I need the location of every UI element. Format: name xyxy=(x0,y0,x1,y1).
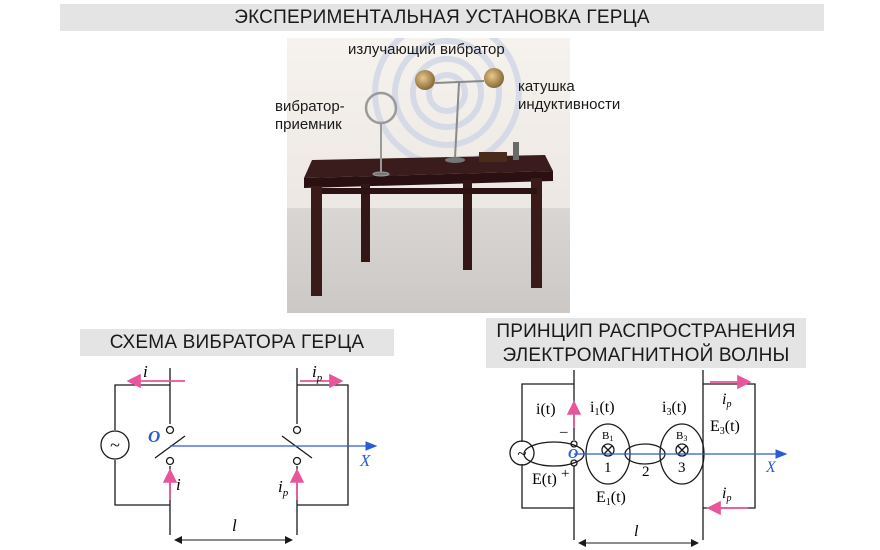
ip-bottom-main: i xyxy=(722,485,726,502)
label-emitting-vibrator: излучающий вибратор xyxy=(348,41,505,58)
label-e3-t: E3(t) xyxy=(710,418,740,437)
ip-bottom-sub: p xyxy=(725,493,731,504)
label-x-axis: X xyxy=(359,451,371,470)
ip-top-main: i xyxy=(312,362,317,381)
label-i-top: i xyxy=(143,362,148,381)
label-plus: + xyxy=(561,466,569,482)
label-coil-line2: индуктивности xyxy=(518,96,621,113)
i1-sub: 1 xyxy=(594,407,599,418)
b1-sub: 1 xyxy=(609,434,613,443)
ac-source-icon: ~ xyxy=(110,435,120,455)
schema-title: СХЕМА ВИБРАТОРА ГЕРЦА xyxy=(80,329,394,356)
label-b1: B1 xyxy=(602,430,613,443)
principle-title: ПРИНЦИП РАСПРОСТРАНЕНИЯ ЭЛЕКТРОМАГНИТНОЙ… xyxy=(486,318,806,368)
label-i1-t: i1(t) xyxy=(590,399,615,418)
label-loop-3: 3 xyxy=(678,460,686,476)
ip-top-sub: p xyxy=(316,372,323,384)
i3-main: i xyxy=(662,399,667,416)
label-ip-top: ip xyxy=(312,362,323,384)
receiver-circuit xyxy=(281,368,349,535)
label-i-t: i(t) xyxy=(536,401,556,418)
label-receiver-vibrator: вибратор- приемник xyxy=(275,98,345,134)
label-receiver-line2: приемник xyxy=(275,116,342,133)
induction-coil xyxy=(479,142,519,162)
label-induction-coil: катушка индуктивности xyxy=(518,78,620,114)
label-x-axis: X xyxy=(765,459,777,476)
e1-main: E xyxy=(596,489,606,506)
label-origin: O xyxy=(568,447,578,462)
page-title: ЭКСПЕРИМЕНТАЛЬНАЯ УСТАНОВКА ГЕРЦА xyxy=(60,4,824,31)
b3-sub: 3 xyxy=(683,434,687,443)
label-e-t: E(t) xyxy=(532,471,557,488)
i3-sub: 3 xyxy=(666,407,671,418)
label-loop-1: 1 xyxy=(604,460,612,476)
b3-main: B xyxy=(676,430,683,442)
label-distance: l xyxy=(232,516,237,535)
vibrator-schematic: ~ i i O X l ip ip xyxy=(100,362,378,544)
propagation-schematic: ~ i(t) i1(t) i3(t) ip E3(t) ip E(t) E1(t… xyxy=(509,370,788,547)
label-ip-bottom: ip xyxy=(722,485,731,504)
label-minus: – xyxy=(559,424,568,440)
table-leg xyxy=(311,186,322,296)
label-receiver-line1: вибратор- xyxy=(275,98,345,115)
ip-bottom-main: i xyxy=(278,477,283,496)
receiver-dipole xyxy=(702,370,756,540)
e1-arg: (t) xyxy=(611,489,626,506)
e3-arg: (t) xyxy=(725,418,740,435)
i3-arg: (t) xyxy=(671,399,686,416)
label-b3: B3 xyxy=(676,430,687,443)
label-coil-line1: катушка xyxy=(518,78,575,95)
ip-top-sub: p xyxy=(725,399,731,410)
i1-main: i xyxy=(590,399,595,416)
principle-title-line2: ЭЛЕКТРОМАГНИТНОЙ ВОЛНЫ xyxy=(502,345,790,366)
label-i3-t: i3(t) xyxy=(662,399,687,418)
label-ip-bottom: ip xyxy=(278,477,289,499)
label-origin: O xyxy=(148,427,160,446)
label-loop-2: 2 xyxy=(642,464,650,480)
b1-main: B xyxy=(602,430,609,442)
e1-sub: 1 xyxy=(606,497,611,508)
e3-main: E xyxy=(710,418,720,435)
e3-sub: 3 xyxy=(720,426,725,437)
ip-top-main: i xyxy=(722,391,726,408)
label-i-bottom: i xyxy=(176,475,181,494)
label-e1-t: E1(t) xyxy=(596,489,626,508)
principle-title-line1: ПРИНЦИП РАСПРОСТРАНЕНИЯ xyxy=(496,321,796,342)
emitter-vibrator xyxy=(415,68,504,163)
ip-bottom-sub: p xyxy=(282,487,289,499)
ac-source-icon: ~ xyxy=(517,444,526,463)
label-distance: l xyxy=(634,523,639,540)
label-ip-top: ip xyxy=(722,391,731,410)
i1-arg: (t) xyxy=(599,399,614,416)
receiver-ring xyxy=(364,91,398,177)
hertz-setup-photo xyxy=(287,38,570,313)
